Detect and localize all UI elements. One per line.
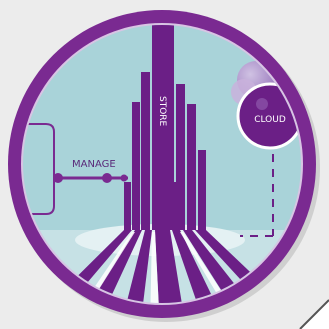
manage-label: MANAGE xyxy=(72,159,116,170)
tower-left-3 xyxy=(124,182,131,230)
tower-left-2 xyxy=(132,102,140,230)
store-label: STORE xyxy=(157,96,167,127)
tower-left-1 xyxy=(141,72,150,230)
tower-mid xyxy=(170,182,178,230)
cloud-label: CLOUD xyxy=(254,115,286,125)
tower-right-3 xyxy=(198,150,206,230)
tower-right-2 xyxy=(187,104,196,230)
